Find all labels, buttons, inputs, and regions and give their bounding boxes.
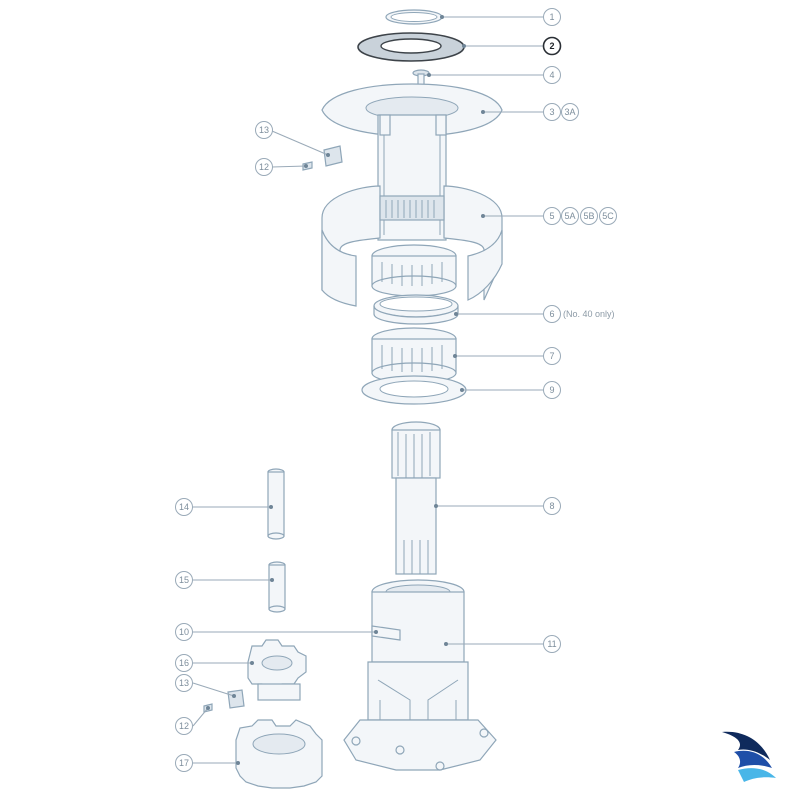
callout-7[interactable]: 7 [543,347,561,365]
callout-1[interactable]: 1 [543,8,561,26]
part-6-spacer [373,294,459,325]
part-5-drum [321,185,503,307]
svg-text:10: 10 [179,627,189,637]
part-13-pawl-upper [323,145,343,167]
callout-15[interactable]: 15 [175,571,193,589]
callout-14[interactable]: 14 [175,498,193,516]
callout-13-lower[interactable]: 13 [175,674,193,692]
svg-text:7: 7 [549,351,554,361]
svg-text:15: 15 [179,575,189,585]
svg-text:5: 5 [549,211,554,221]
callout-5c[interactable]: 5C [599,207,617,225]
part-14-pin [267,468,285,540]
part-11-base [343,579,497,771]
callout-5b[interactable]: 5B [580,207,598,225]
part-7-bearing [371,327,457,384]
callout-5[interactable]: 5 [543,207,561,225]
svg-text:8: 8 [549,501,554,511]
callout-3[interactable]: 3 [543,103,561,121]
svg-text:3A: 3A [564,107,575,117]
callout-4[interactable]: 4 [543,66,561,84]
part-1-ring [385,9,443,25]
callout-9[interactable]: 9 [543,381,561,399]
callout-6-note: (No. 40 only) [563,309,615,319]
svg-text:4: 4 [549,70,554,80]
svg-text:9: 9 [549,385,554,395]
svg-text:11: 11 [547,639,556,649]
part-17-gear [235,719,323,789]
svg-text:3: 3 [549,107,554,117]
part-15-pin [268,561,286,613]
svg-text:6: 6 [549,309,554,319]
svg-text:14: 14 [179,502,189,512]
callout-17[interactable]: 17 [175,754,193,772]
svg-text:12: 12 [259,162,269,172]
part-4-screw [412,69,430,91]
brand-logo-icon [722,731,776,782]
part-16-gear [247,639,307,701]
svg-text:1: 1 [549,12,554,22]
svg-text:5A: 5A [564,211,575,221]
leader-dots [206,15,485,765]
part-13-pawl-lower [227,689,245,709]
svg-text:13: 13 [259,125,269,135]
callout-12-lower[interactable]: 12 [175,717,193,735]
svg-text:12: 12 [179,721,189,731]
callout-10[interactable]: 10 [175,623,193,641]
callout-11[interactable]: 11 [543,635,561,653]
callout-12-upper[interactable]: 12 [255,158,273,176]
callout-8[interactable]: 8 [543,497,561,515]
part-8-spindle [391,421,441,575]
leader-lines [192,16,543,764]
svg-text:5B: 5B [583,211,594,221]
callout-6[interactable]: 6 [543,305,561,323]
part-bearing-upper [371,244,457,297]
part-2-washer [357,32,465,62]
callout-13-upper[interactable]: 13 [255,121,273,139]
callout-5a[interactable]: 5A [561,207,579,225]
svg-text:17: 17 [179,758,189,768]
svg-text:13: 13 [179,678,189,688]
svg-text:5C: 5C [602,211,614,221]
svg-text:2: 2 [549,41,554,51]
part-9-thrust-washer [361,375,467,405]
svg-text:16: 16 [179,658,189,668]
callout-16[interactable]: 16 [175,654,193,672]
callout-2[interactable]: 2 [542,36,562,56]
callout-3a[interactable]: 3A [561,103,579,121]
